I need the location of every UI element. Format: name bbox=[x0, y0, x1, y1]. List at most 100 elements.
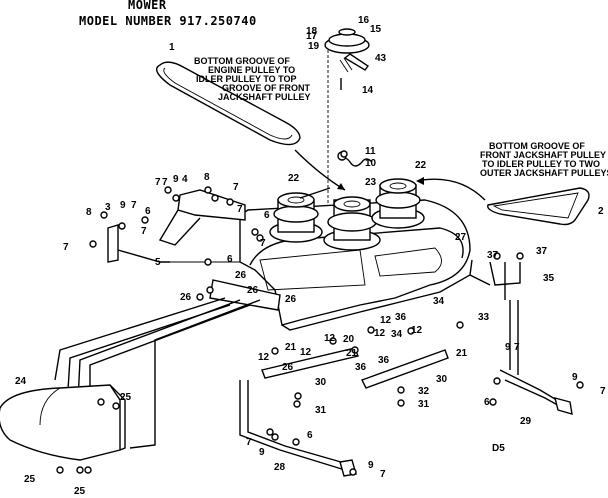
svg-text:7: 7 bbox=[141, 226, 147, 237]
svg-text:ENGINE PULLEY TO: ENGINE PULLEY TO bbox=[208, 65, 295, 75]
belt-2 bbox=[487, 187, 590, 226]
callout-7: 7 bbox=[162, 177, 168, 188]
svg-text:7: 7 bbox=[600, 386, 606, 397]
belt-routing-arrows bbox=[294, 149, 486, 201]
svg-text:6: 6 bbox=[484, 397, 490, 408]
svg-text:FRONT JACKSHAFT PULLEY: FRONT JACKSHAFT PULLEY bbox=[480, 150, 606, 160]
svg-text:7: 7 bbox=[260, 238, 266, 249]
svg-text:9: 9 bbox=[572, 372, 578, 383]
pulley-center bbox=[323, 196, 381, 251]
svg-text:12: 12 bbox=[411, 325, 423, 336]
callout-27: 27 bbox=[455, 232, 467, 243]
callout-30: 30 bbox=[315, 377, 327, 388]
svg-text:34: 34 bbox=[391, 329, 403, 340]
callout-36: 36 bbox=[355, 362, 367, 373]
callout-29: 29 bbox=[520, 416, 532, 427]
callout-24: 24 bbox=[15, 376, 27, 387]
svg-text:TO IDLER PULLEY TO TWO: TO IDLER PULLEY TO TWO bbox=[482, 159, 600, 169]
note-belt-2: BOTTOM GROOVE OF FRONT JACKSHAFT PULLEY … bbox=[480, 141, 608, 178]
svg-text:BOTTOM GROOVE OF: BOTTOM GROOVE OF bbox=[194, 56, 290, 66]
svg-text:12: 12 bbox=[324, 333, 336, 344]
callout-19: 19 bbox=[308, 41, 320, 52]
callout-32: 32 bbox=[418, 386, 430, 397]
callout-37: 37 bbox=[487, 250, 499, 261]
left-hanger-bracket bbox=[107, 189, 246, 263]
pulley-left bbox=[269, 192, 323, 243]
svg-text:7: 7 bbox=[63, 242, 69, 253]
svg-text:JACKSHAFT PULLEY: JACKSHAFT PULLEY bbox=[218, 92, 311, 102]
callout-16: 16 bbox=[358, 15, 370, 26]
callout-18: 18 bbox=[306, 26, 318, 37]
svg-text:26: 26 bbox=[247, 285, 259, 296]
callout-5: 5 bbox=[155, 257, 161, 268]
callout-33: 33 bbox=[478, 312, 490, 323]
callout-17: 17 bbox=[306, 31, 318, 42]
svg-text:9: 9 bbox=[505, 342, 511, 353]
svg-text:6: 6 bbox=[227, 254, 233, 265]
callout-23: 23 bbox=[365, 177, 377, 188]
callout-11: 11 bbox=[365, 146, 376, 157]
svg-text:31: 31 bbox=[418, 399, 430, 410]
svg-text:IDLER PULLEY TO TOP: IDLER PULLEY TO TOP bbox=[196, 74, 297, 84]
svg-text:26: 26 bbox=[285, 294, 297, 305]
callout-10: 10 bbox=[365, 158, 377, 169]
diagram-title: MOWER bbox=[128, 0, 167, 12]
callout-25: 25 bbox=[120, 392, 132, 403]
svg-text:9: 9 bbox=[368, 460, 374, 471]
callout-8: 8 bbox=[204, 172, 210, 183]
svg-text:7: 7 bbox=[514, 342, 520, 353]
callout-9: 9 bbox=[173, 174, 179, 185]
callout-4: 4 bbox=[182, 174, 188, 185]
part-callouts: 1 2 3 4 5 6 7 8 9 10 11 12 14 15 16 17 1… bbox=[15, 15, 606, 497]
svg-text:12: 12 bbox=[380, 315, 392, 326]
svg-text:BOTTOM GROOVE OF: BOTTOM GROOVE OF bbox=[489, 141, 585, 151]
callout-6: 6 bbox=[145, 206, 151, 217]
svg-text:GROOVE OF FRONT: GROOVE OF FRONT bbox=[222, 83, 311, 93]
callout-21: 21 bbox=[346, 348, 358, 359]
callout-43: 43 bbox=[375, 53, 387, 64]
svg-text:7: 7 bbox=[131, 200, 137, 211]
svg-text:25: 25 bbox=[74, 486, 86, 497]
svg-text:30: 30 bbox=[436, 374, 448, 385]
svg-text:7: 7 bbox=[246, 437, 252, 448]
callout-34: 34 bbox=[433, 296, 445, 307]
svg-text:OUTER JACKSHAFT PULLEYS: OUTER JACKSHAFT PULLEYS bbox=[480, 168, 608, 178]
pulley-right bbox=[371, 178, 425, 229]
hardware-bolts bbox=[56, 150, 584, 476]
callout-35: 35 bbox=[543, 273, 555, 284]
svg-text:8: 8 bbox=[86, 207, 92, 218]
callout-14: 14 bbox=[362, 85, 374, 96]
callout-3: 3 bbox=[105, 202, 111, 213]
svg-text:37: 37 bbox=[536, 246, 548, 257]
right-hanger bbox=[469, 261, 521, 300]
callout-15: 15 bbox=[370, 24, 382, 35]
svg-text:7: 7 bbox=[155, 177, 161, 188]
model-number: MODEL NUMBER 917.250740 bbox=[79, 14, 257, 28]
grass-deflector bbox=[0, 384, 126, 461]
svg-text:7: 7 bbox=[380, 469, 386, 480]
svg-text:7: 7 bbox=[237, 204, 243, 215]
svg-text:6: 6 bbox=[307, 430, 313, 441]
callout-26: 26 bbox=[180, 292, 192, 303]
belt-1 bbox=[156, 61, 301, 146]
callout-28: 28 bbox=[274, 462, 286, 473]
blade-right bbox=[361, 349, 449, 389]
svg-text:36: 36 bbox=[378, 355, 390, 366]
idler-pulley-top bbox=[324, 28, 370, 90]
callout-31: 31 bbox=[315, 405, 327, 416]
blade-left bbox=[261, 347, 359, 379]
svg-text:36: 36 bbox=[395, 312, 407, 323]
page-code: D5 bbox=[492, 443, 505, 454]
callout-22: 22 bbox=[288, 173, 300, 184]
svg-text:21: 21 bbox=[456, 348, 468, 359]
svg-text:6: 6 bbox=[264, 210, 270, 221]
svg-text:12: 12 bbox=[374, 328, 386, 339]
svg-text:7: 7 bbox=[233, 182, 239, 193]
svg-text:12: 12 bbox=[300, 347, 312, 358]
callout-20: 20 bbox=[343, 334, 355, 345]
callout-2: 2 bbox=[598, 206, 604, 217]
svg-text:26: 26 bbox=[282, 362, 294, 373]
callout-1: 1 bbox=[169, 42, 175, 53]
svg-text:22: 22 bbox=[415, 160, 427, 171]
